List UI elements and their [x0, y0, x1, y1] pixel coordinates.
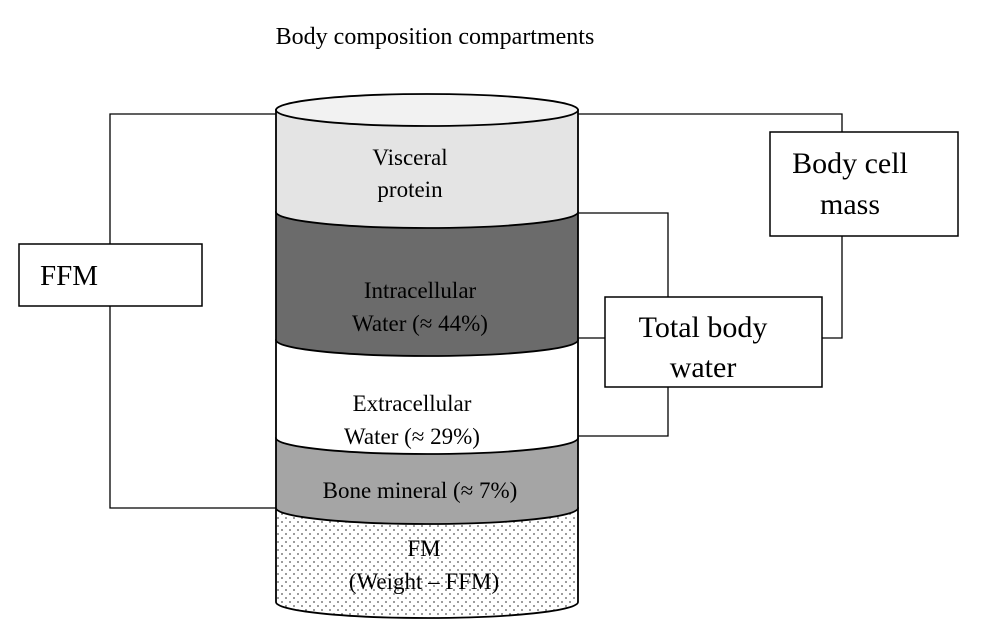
- total-body-water-label-line1: Total body: [639, 311, 768, 344]
- body-cell-mass-label-line1: Body cell: [792, 147, 908, 180]
- visceral-protein-layer: [275, 109, 579, 229]
- fm-layer: [275, 507, 579, 619]
- intracellular-water-layer: [275, 211, 579, 357]
- visceral-label-line1: Visceral: [372, 145, 447, 170]
- ffm-box-label: FFM: [40, 260, 98, 292]
- extracellular-label-line2: Water (≈ 29%): [344, 424, 480, 449]
- cylinder: [275, 93, 579, 619]
- cylinder-top: [275, 93, 579, 127]
- body-cell-mass-box: [769, 131, 959, 237]
- diagram-title: Body composition compartments: [276, 24, 595, 50]
- total-body-water-box: [604, 296, 823, 388]
- extracellular-water-layer: [275, 339, 579, 455]
- bone-mineral-label: Bone mineral (≈ 7%): [323, 478, 518, 503]
- extracellular-label-line1: Extracellular: [353, 391, 472, 416]
- ffm-box: [18, 243, 203, 307]
- bone-mineral-layer: [275, 437, 579, 525]
- body-cell-mass-label-line2: mass: [820, 188, 880, 221]
- intracellular-label-line2: Water (≈ 44%): [352, 311, 488, 336]
- fm-label-line1: FM: [407, 536, 440, 561]
- visceral-label-line2: protein: [377, 177, 443, 202]
- intracellular-label-line1: Intracellular: [364, 278, 477, 303]
- fm-label-line2: (Weight – FFM): [349, 569, 499, 594]
- total-body-water-label-line2: water: [670, 351, 737, 384]
- ffm-bracket-line: [109, 113, 276, 509]
